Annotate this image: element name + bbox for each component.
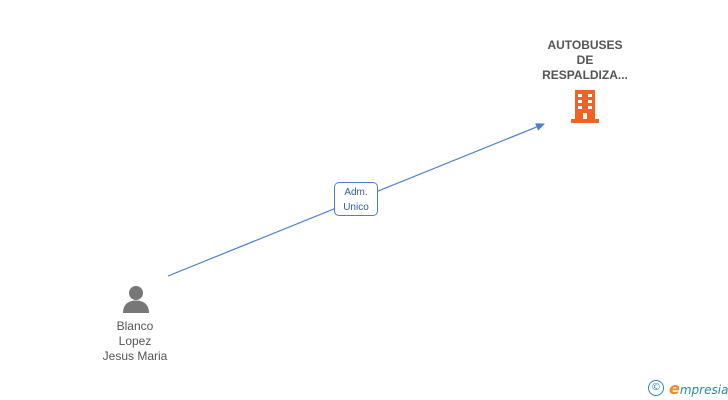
company-name-line: DE xyxy=(576,53,594,67)
person-name-line: Jesus Maria xyxy=(102,349,168,363)
company-name-line: RESPALDIZA... xyxy=(542,68,628,82)
role-line: Unico xyxy=(343,202,369,213)
company-name[interactable]: AUTOBUSES DE RESPALDIZA... xyxy=(510,38,660,83)
brand-logo-text: mpresia xyxy=(679,382,728,397)
person-name-line: Lopez xyxy=(118,334,152,348)
brand-watermark: © e mpresia xyxy=(648,378,728,398)
person-icon[interactable] xyxy=(120,283,152,315)
person-name-line: Blanco xyxy=(116,319,154,333)
copyright-icon: © xyxy=(648,380,664,396)
brand-logo-initial: e xyxy=(669,378,680,398)
role-badge[interactable]: Adm. Unico xyxy=(334,182,378,216)
brand-logo: e mpresia xyxy=(669,379,728,398)
building-icon[interactable] xyxy=(568,88,602,124)
role-line: Adm. xyxy=(344,187,368,198)
person-name[interactable]: Blanco Lopez Jesus Maria xyxy=(80,319,190,364)
company-name-line: AUTOBUSES xyxy=(547,38,623,52)
